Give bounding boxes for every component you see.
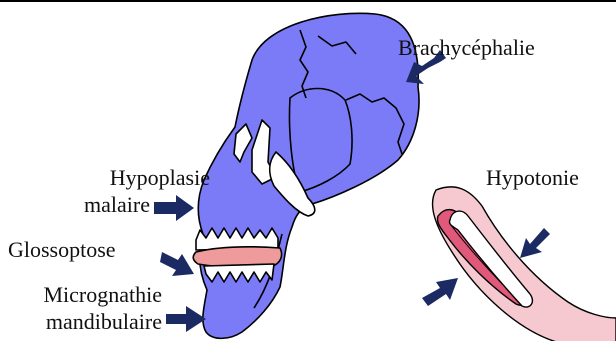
label-glossoptose: Glossoptose [8,237,116,262]
label-micrognathie-line2: mandibulaire [0,309,162,334]
pointer-arrow-icon [520,228,550,258]
arm-skin [433,187,616,341]
label-micrognathie-line1: Micrognathie [0,282,162,307]
pointer-arrow-icon [422,278,458,306]
pointer-arrow-icon [160,252,194,276]
label-brachycephalie: Brachycéphalie [398,35,535,60]
skull-illustration [193,13,419,338]
label-hypoplasie-line1: Hypoplasie [20,165,210,190]
arm-muscle-illustration [433,187,616,341]
label-hypoplasie-line2: malaire [20,192,150,217]
pointer-arrow-icon [166,306,206,332]
label-hypotonie: Hypotonie [486,165,579,190]
pointer-arrow-icon [154,195,194,221]
